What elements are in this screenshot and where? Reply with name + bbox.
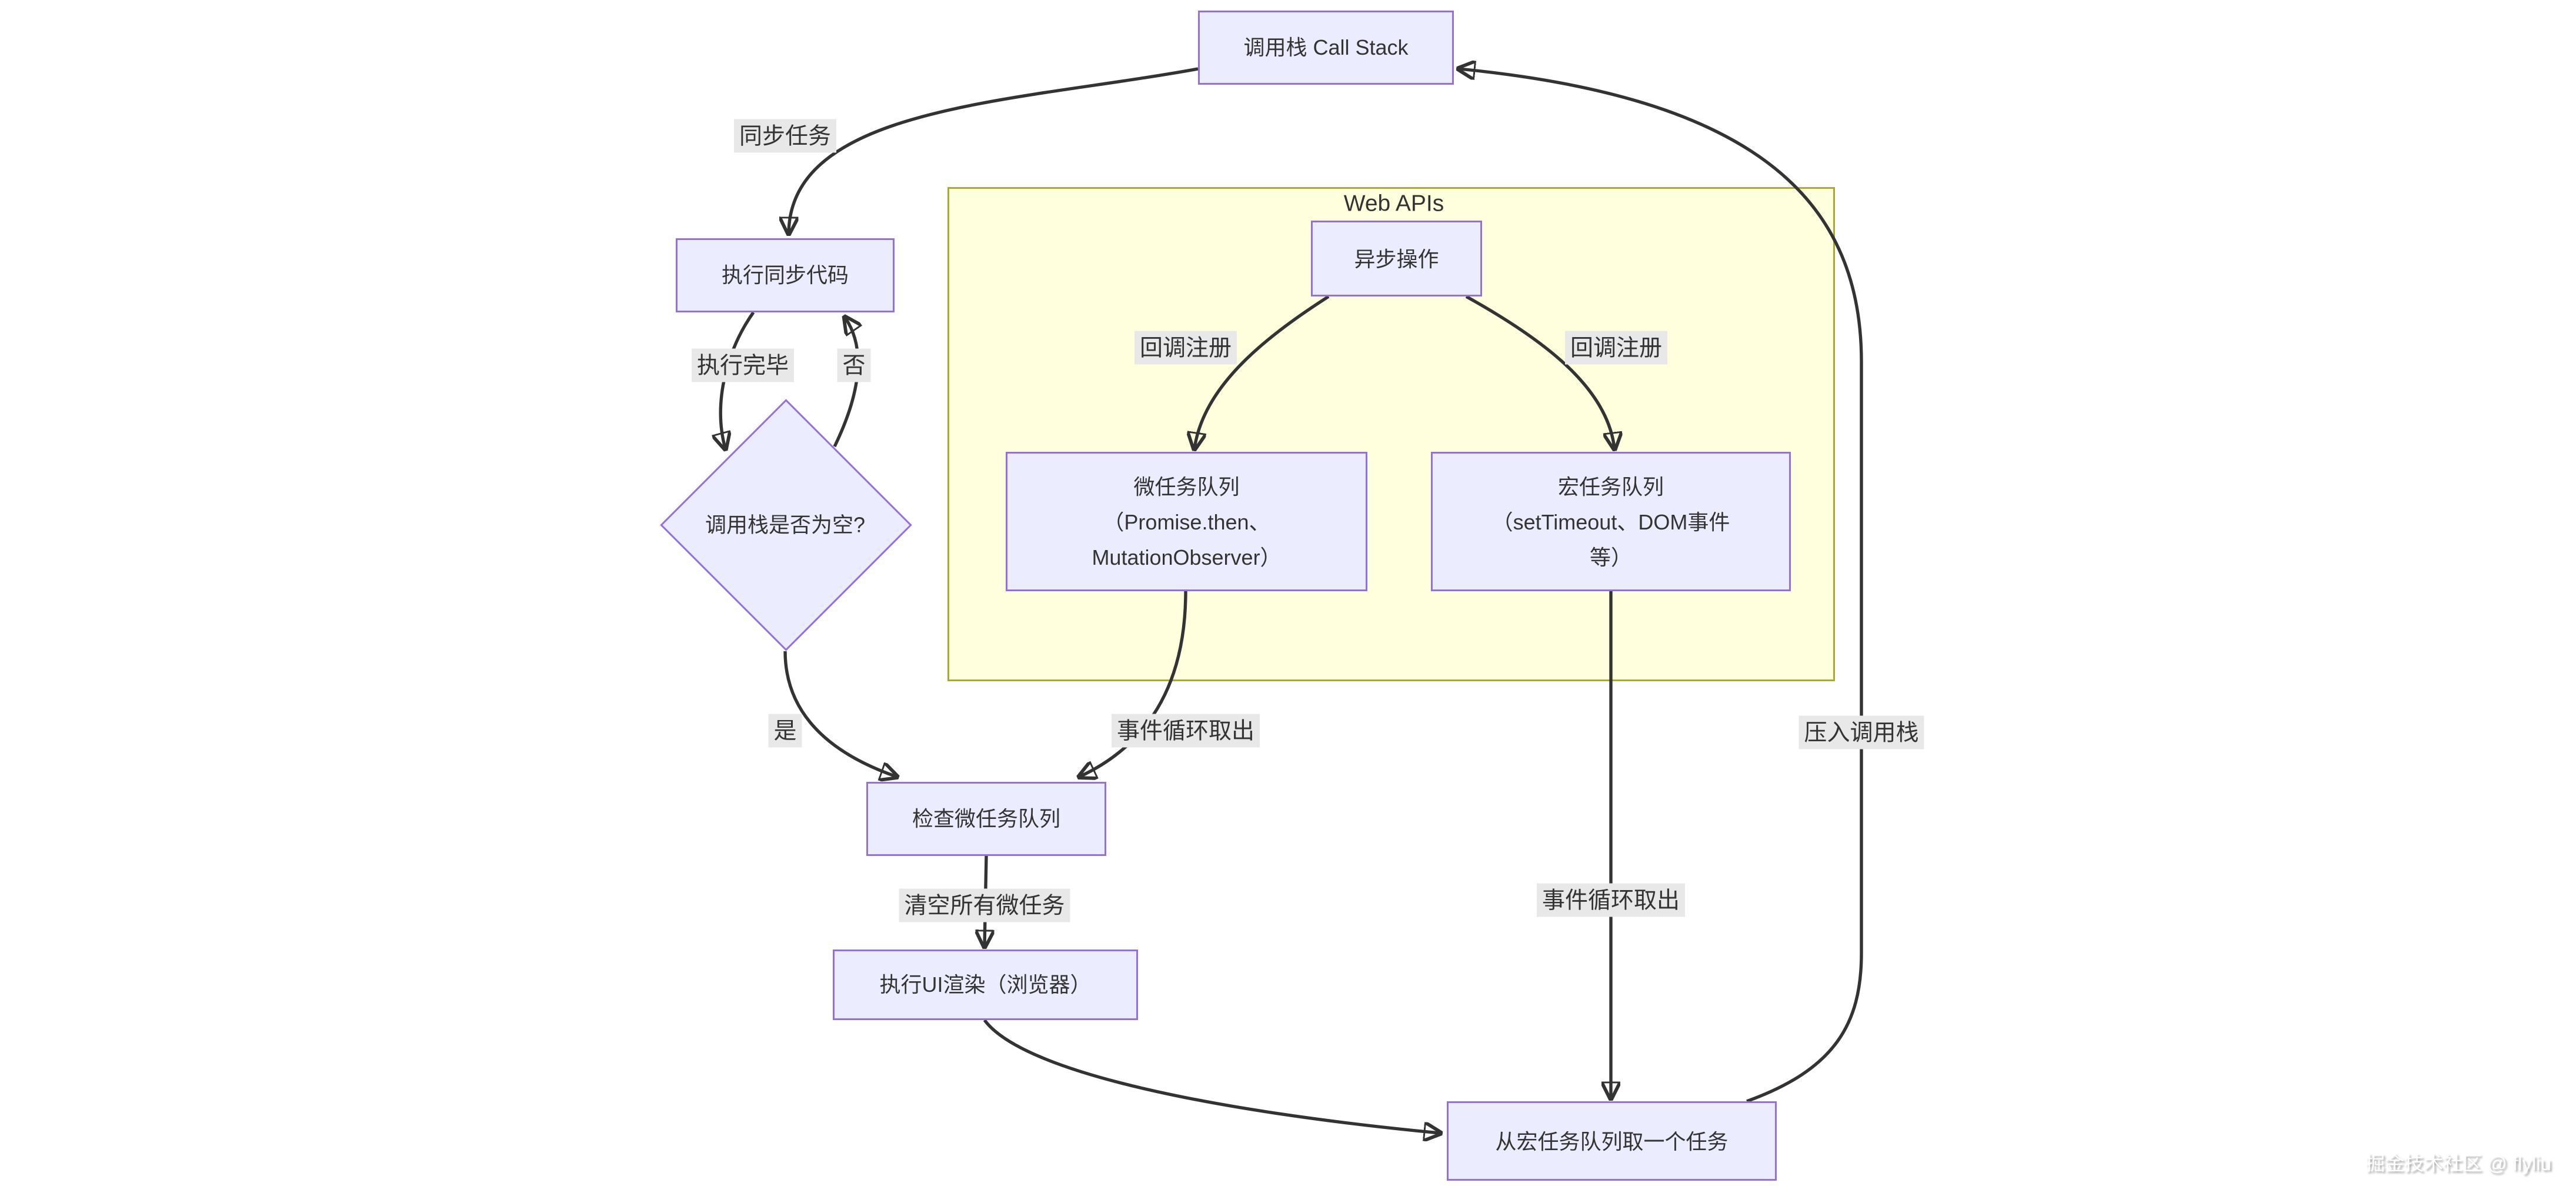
node-check-microtask-queue: 检查微任务队列 [866,782,1106,856]
edge-label-callback-reg-left: 回调注册 [1134,331,1237,365]
edge-uirender-to-takemacro [983,1019,1440,1133]
edge-label-yes: 是 [768,714,802,748]
edge-label-clear-microtasks: 清空所有微任务 [899,888,1070,922]
edge-diamond-to-execsync [833,318,858,448]
edge-asyncop-to-microqueue [1194,295,1330,448]
edge-label-exec-done: 执行完毕 [691,348,795,382]
edge-label-sync-task: 同步任务 [733,119,837,153]
node-call-stack: 调用栈 Call Stack [1198,11,1454,85]
node-take-macrotask: 从宏任务队列取一个任务 [1447,1101,1777,1181]
edge-asyncop-to-macroqueue [1465,295,1614,448]
node-stack-empty-label: 调用栈是否为空? [705,512,866,538]
web-apis-cluster-title: Web APIs [1343,189,1444,216]
node-macrotask-queue: 宏任务队列 （setTimeout、DOM事件 等） [1431,452,1791,591]
edge-label-push-call-stack: 压入调用栈 [1798,715,1924,749]
watermark: 掘金技术社区 @ flyliu [2365,1154,2551,1175]
edge-label-no: 否 [837,348,871,382]
edge-diamond-to-checkmicro [783,651,896,777]
node-ui-render: 执行UI渲染（浏览器） [833,950,1138,1020]
edge-label-event-loop-fetch-left: 事件循环取出 [1111,714,1260,748]
edge-callstack-to-execsync [789,67,1199,233]
node-async-operation: 异步操作 [1311,221,1482,296]
node-exec-sync-code: 执行同步代码 [676,238,895,312]
edge-microqueue-to-checkmicro [1080,591,1187,777]
edge-takemacro-to-callstack [1459,69,1863,1103]
edge-label-callback-reg-right: 回调注册 [1564,331,1668,365]
edge-label-event-loop-fetch-right: 事件循环取出 [1536,883,1686,917]
node-microtask-queue: 微任务队列 （Promise.then、 MutationObserver） [1006,452,1367,591]
